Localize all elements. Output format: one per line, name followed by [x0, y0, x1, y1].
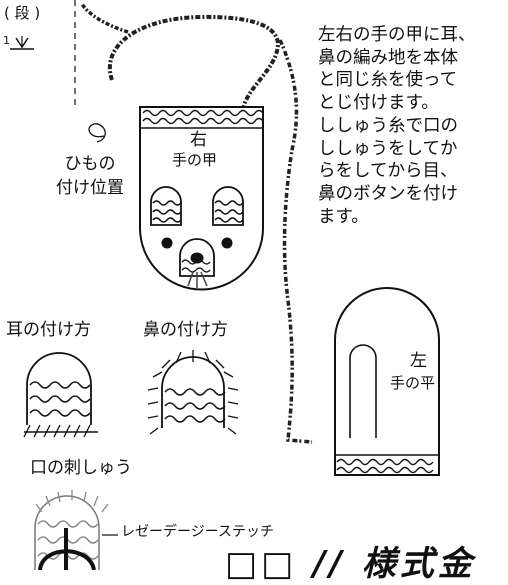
eye-left	[161, 237, 173, 249]
left-mitten-label-2: 手の平	[390, 374, 436, 392]
string-position-line-1: ひもの	[64, 154, 116, 174]
instruction-line: ます。	[318, 206, 369, 227]
instructions-text: 左右の手の甲に耳、 鼻の編み地を本体 と同じ糸を使って とじ付けます。 ししゅう…	[318, 24, 476, 228]
string-position-line-2: 付け位置	[56, 178, 124, 198]
instruction-line: らをしてから目、	[318, 161, 458, 182]
row-number: 1	[3, 34, 10, 47]
left-mitten-label-1: 左	[410, 351, 427, 371]
instruction-line: ししゅう糸で口の	[318, 115, 458, 136]
cut-off-heading: □□ // 様式金	[225, 544, 476, 584]
right-mitten-ear-right	[212, 186, 244, 226]
instruction-line: 鼻の編み地を本体	[318, 47, 458, 68]
ear-attach-diagram	[23, 352, 98, 438]
instruction-line: とじ付けます。	[318, 93, 439, 114]
right-mitten-back	[139, 106, 264, 291]
right-mitten-label-1: 右	[190, 130, 207, 150]
string-position-label: ひもの 付け位置	[56, 152, 124, 200]
instruction-line: 左右の手の甲に耳、	[318, 25, 476, 45]
left-mitten-palm	[334, 287, 440, 476]
mouth-embroidery-diagram	[34, 490, 118, 570]
string-leader-line	[88, 123, 106, 143]
nose-attach-diagram	[147, 350, 239, 435]
instruction-line: 鼻のボタンを付け	[318, 183, 458, 204]
row-marker-arrow	[10, 36, 34, 50]
right-mitten-ear-left	[150, 186, 182, 226]
nose-attach-label: 鼻の付け方	[143, 320, 228, 340]
mouth-embroidery-label: 口の刺しゅう	[30, 458, 132, 478]
row-marker-label: ( 段 )	[4, 4, 41, 22]
ear-attach-label: 耳の付け方	[6, 320, 91, 340]
instruction-line: と同じ糸を使って	[318, 70, 458, 91]
thumb-outline	[349, 344, 377, 438]
lazy-daisy-stitch-label: レゼーデージーステッチ	[121, 524, 275, 540]
instruction-line: ししゅうをしてか	[318, 138, 458, 159]
illustration-canvas	[10, 0, 440, 570]
yarn-strand	[80, 2, 313, 444]
right-mitten-label-2: 手の甲	[172, 151, 218, 169]
eye-right	[221, 237, 233, 249]
nose-patch	[179, 238, 215, 288]
